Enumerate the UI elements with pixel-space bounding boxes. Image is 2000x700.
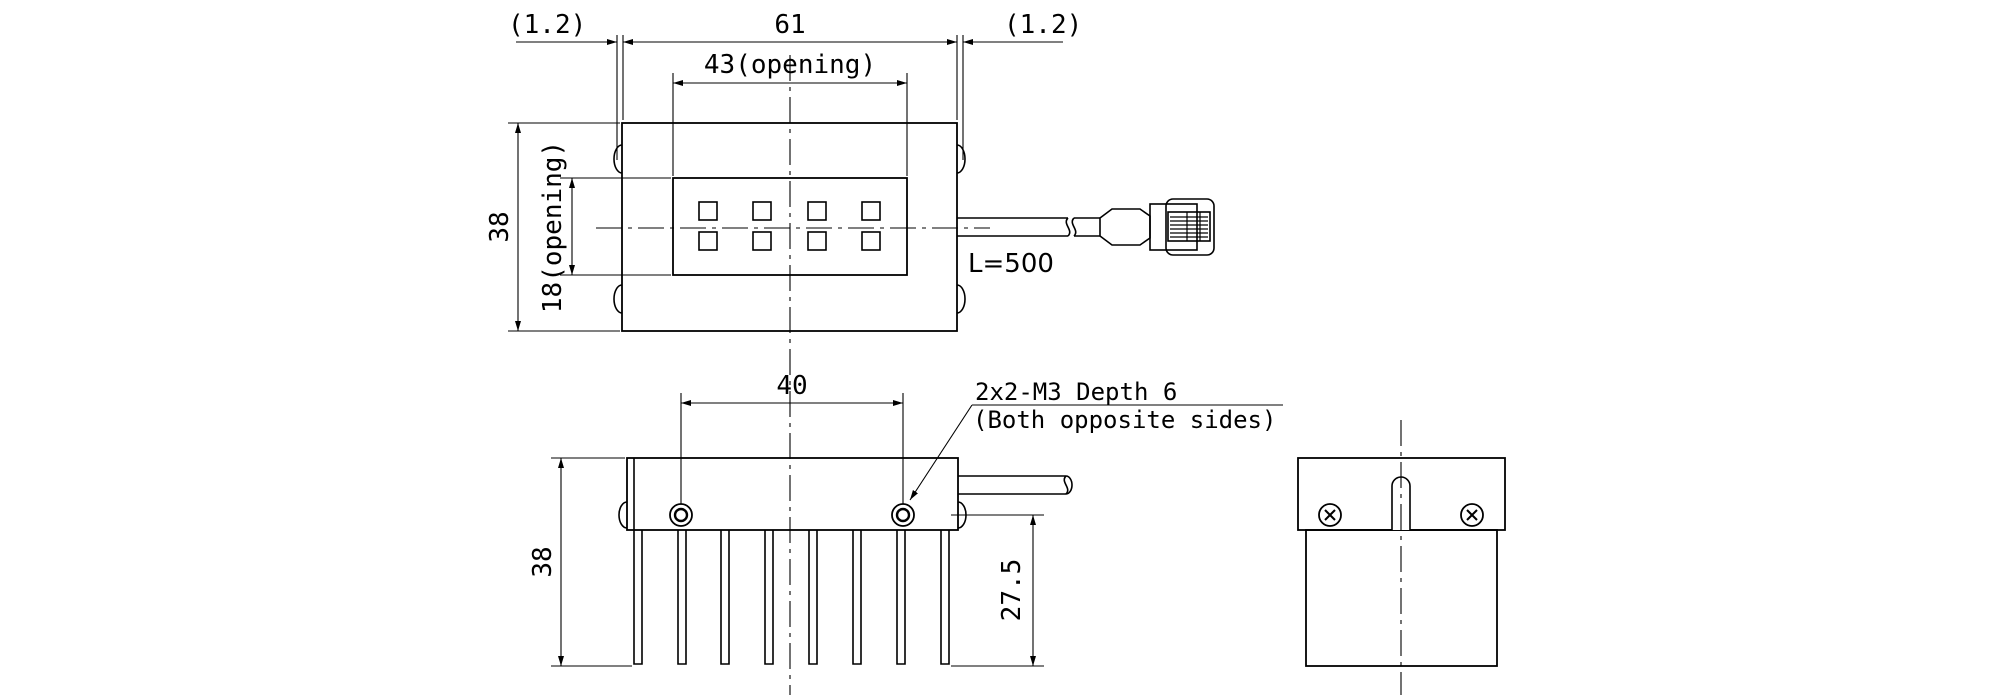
fin — [940, 530, 950, 665]
fin — [677, 530, 687, 665]
led — [698, 231, 718, 251]
cable-connector — [1099, 198, 1215, 256]
fin — [720, 530, 730, 665]
dim-opening-height: 18(opening) — [538, 141, 568, 313]
dim-cable-length: L=500 — [968, 249, 1054, 279]
m3-hole-left — [669, 503, 693, 527]
front-view-left-bump — [618, 501, 628, 529]
m3-hole-right — [891, 503, 915, 527]
top-view-left-bump-upper — [613, 144, 623, 174]
led — [807, 231, 827, 251]
top-view-right-bump-lower — [956, 284, 966, 314]
front-view: 40 38 27.5 2x2-M3 Depth 6 (Both opposite… — [528, 371, 1283, 667]
dim-height-top-view: 38 — [485, 211, 515, 242]
tap-spec-line2: (Both opposite sides) — [973, 406, 1276, 434]
dim-overall-width: 61 — [774, 10, 805, 40]
top-view-right-bump-upper — [956, 144, 966, 174]
fin — [852, 530, 862, 665]
dim-mount-spacing: 40 — [776, 371, 807, 401]
dim-height-front-view: 38 — [528, 546, 558, 577]
dim-right-margin: (1.2) — [1004, 10, 1082, 40]
dim-fin-length: 27.5 — [997, 559, 1027, 622]
dimension-lines-front — [551, 393, 1283, 667]
fin — [896, 530, 906, 665]
cable — [957, 217, 1100, 237]
led — [752, 201, 772, 221]
led — [752, 231, 772, 251]
led-array — [698, 201, 881, 251]
top-view: (1.2) 61 (1.2) 43(opening) 38 18(opening… — [485, 10, 1215, 695]
screw-head-icon — [1318, 503, 1342, 527]
led — [861, 201, 881, 221]
side-view — [1297, 420, 1506, 695]
top-view-left-bump-lower — [613, 284, 623, 314]
dim-left-margin: (1.2) — [508, 10, 586, 40]
screw-head-icon — [1460, 503, 1484, 527]
led — [698, 201, 718, 221]
heatsink-fins — [633, 530, 950, 665]
fin — [764, 530, 774, 665]
tap-spec-line1: 2x2-M3 Depth 6 — [975, 378, 1177, 406]
fin — [808, 530, 818, 665]
led — [807, 201, 827, 221]
dim-opening-width: 43(opening) — [704, 50, 876, 80]
leader-line — [909, 404, 973, 501]
dimension-lines-top — [508, 35, 1063, 332]
led — [861, 231, 881, 251]
fin — [633, 530, 643, 665]
